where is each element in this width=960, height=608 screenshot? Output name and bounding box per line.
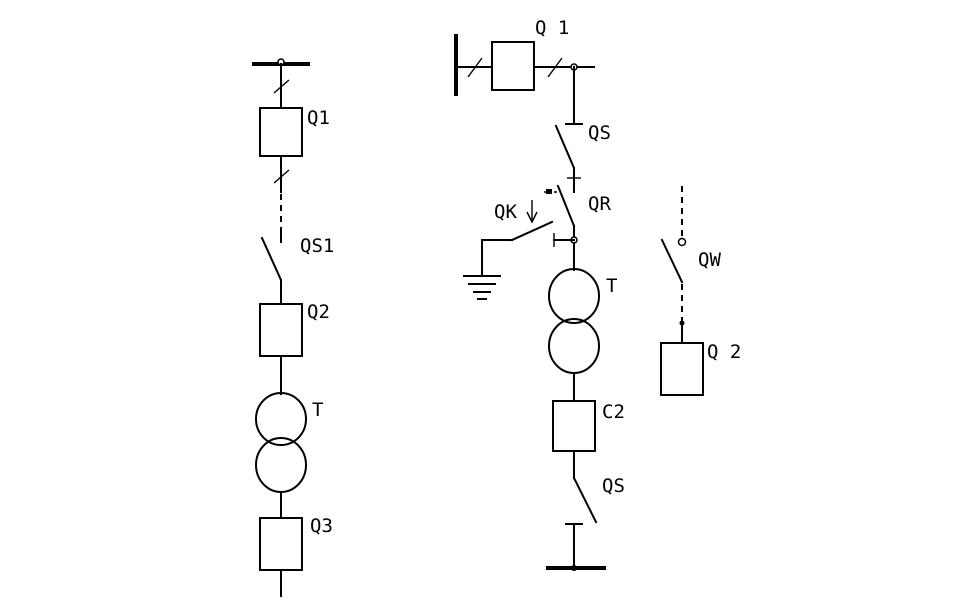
middle-t-label: T [606, 275, 617, 297]
right-q2-breaker [660, 342, 704, 396]
middle-scheme: Q 1 QS QR QK [454, 17, 625, 571]
middle-qr-switch-blade [556, 184, 576, 228]
right-qw-label: QW [698, 249, 721, 271]
left-q1-breaker [259, 107, 303, 157]
middle-qk-label: QK [494, 201, 517, 223]
middle-qr-interlock-marker [546, 189, 552, 194]
middle-c2-label: C2 [602, 401, 625, 423]
left-q1-upper-tick [273, 79, 290, 94]
left-q2-breaker [259, 303, 303, 357]
right-bottom-node [679, 320, 685, 326]
middle-q1-label: Q 1 [535, 17, 569, 39]
right-q2-label: Q 2 [707, 341, 741, 363]
left-q1-label: Q1 [307, 107, 330, 129]
ground-icon [463, 275, 501, 300]
right-scheme: QW Q 2 [660, 186, 741, 396]
left-q3-label: Q3 [310, 515, 333, 537]
left-q3-breaker [259, 517, 303, 571]
middle-qr-label: QR [588, 193, 611, 215]
left-qs1-label: QS1 [300, 235, 334, 257]
left-qs1-switch-blade [260, 236, 283, 282]
middle-q1-left-tick [467, 57, 483, 78]
right-qw-switch-blade [660, 238, 684, 284]
middle-qs-bottom-label: QS [602, 475, 625, 497]
left-t-label: T [312, 399, 323, 421]
middle-q1-right-tick [547, 57, 563, 78]
left-q1-lower-tick [273, 169, 290, 184]
middle-qs-bottom-switch-blade [572, 476, 598, 524]
middle-transformer [548, 268, 600, 374]
middle-qk-arrow-head [526, 211, 538, 224]
middle-qk-switch-blade [510, 220, 554, 242]
middle-bottom-node [571, 565, 577, 571]
middle-c2-breaker [552, 400, 596, 452]
left-q2-label: Q2 [307, 301, 330, 323]
middle-qs-top-label: QS [588, 122, 611, 144]
middle-qs-top-switch-blade [554, 124, 576, 170]
middle-q1-breaker [491, 41, 535, 91]
left-scheme: Q1 QS1 Q2 T Q3 [252, 58, 334, 597]
left-transformer [255, 392, 307, 493]
right-top-node [677, 237, 687, 247]
